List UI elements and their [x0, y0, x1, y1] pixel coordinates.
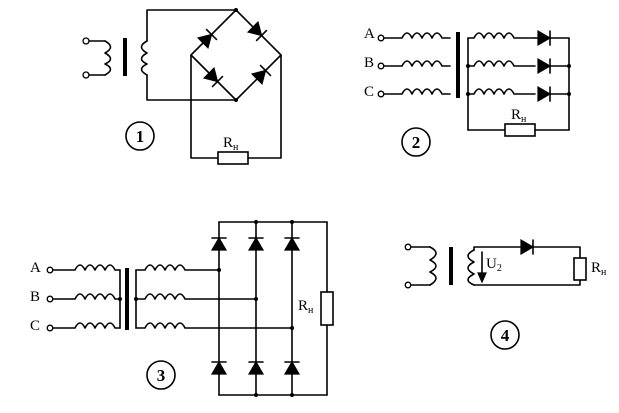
phase-label-c-2: C	[364, 84, 374, 100]
phase-label-b-2: B	[364, 55, 374, 71]
diode-lower-b-3	[248, 361, 264, 375]
diagram-2-three-phase-half-wave: A B C	[364, 26, 571, 157]
diagram-number-1: 1	[136, 127, 145, 146]
diagram-4-half-wave-rectifier: U2 Rн 4	[404, 239, 607, 350]
primary-windings-2	[377, 32, 451, 98]
diagram-number-circle-4	[490, 320, 520, 350]
secondary-windings-2	[466, 32, 536, 131]
diagram-number-2: 2	[412, 133, 421, 152]
diode-phase-c-2	[537, 86, 551, 102]
diode-bridge-1	[190, 8, 282, 102]
diode-upper-a-3	[211, 237, 227, 251]
transformer-1	[82, 9, 237, 101]
load-circuit-3: Rн	[298, 291, 334, 326]
diagram-number-3: 3	[157, 366, 166, 385]
primary-windings-3	[46, 264, 122, 332]
load-circuit-1: Rн	[190, 54, 282, 165]
diagram-1-bridge-rectifier: Rн 1	[82, 8, 282, 165]
transformer-4	[404, 243, 475, 289]
diode-phase-a-2	[537, 30, 551, 46]
load-label-3: Rн	[298, 298, 314, 316]
phase-label-c-3: C	[30, 318, 40, 334]
diagram-number-circle-3	[146, 360, 176, 390]
diode-lower-a-3	[211, 361, 227, 375]
diode-upper-c-3	[284, 237, 300, 251]
transformer-core-3	[125, 268, 129, 330]
diode-phase-b-2	[537, 58, 551, 74]
diagram-number-circle-2	[401, 127, 431, 157]
diagram-number-4: 4	[501, 326, 510, 345]
rectifier-circuit-4: Rн	[473, 239, 607, 286]
diode-lower-c-3	[284, 361, 300, 375]
diagram-3-three-phase-bridge: A B C	[30, 220, 334, 397]
phase-label-b-3: B	[30, 289, 40, 305]
load-label-1: Rн	[223, 135, 239, 153]
diodes-2	[534, 30, 571, 131]
load-label-2: Rн	[511, 107, 527, 125]
phase-label-a-2: A	[364, 26, 375, 42]
upper-diodes-3	[211, 237, 300, 251]
secondary-windings-3	[134, 264, 294, 330]
load-label-4: Rн	[591, 260, 607, 278]
phase-label-a-3: A	[30, 260, 41, 276]
voltage-arrow-4: U2	[477, 251, 502, 284]
diagram-number-circle-1	[125, 121, 155, 151]
diode-upper-b-3	[248, 237, 264, 251]
lower-diodes-3	[211, 361, 300, 375]
load-circuit-2: Rн	[467, 107, 570, 137]
voltage-label-4: U2	[486, 256, 502, 274]
transformer-core-2	[456, 32, 460, 98]
diode-4	[520, 239, 534, 255]
